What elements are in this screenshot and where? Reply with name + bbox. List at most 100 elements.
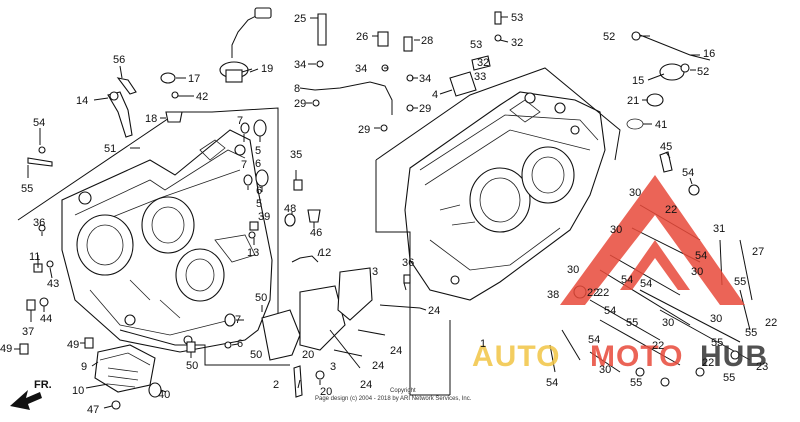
bolt-26 — [377, 31, 389, 47]
front-label: FR. — [34, 379, 52, 391]
mount-33 — [471, 55, 491, 71]
left-block-half — [61, 129, 273, 353]
part-callout: 7 — [235, 314, 241, 326]
part-callout: 2 — [273, 379, 279, 391]
part-callout: 6 — [256, 185, 262, 197]
grommet-17 — [160, 72, 176, 84]
part-callout: 6 — [237, 338, 243, 350]
part-callout: 20 — [320, 386, 332, 398]
part-callout: 29 — [419, 103, 431, 115]
bolt-36a — [38, 224, 46, 232]
sensor-19 — [219, 7, 272, 83]
part-callout: 46 — [310, 227, 322, 239]
part-callout: 35 — [290, 149, 302, 161]
part-callout: 52 — [603, 31, 615, 43]
part-callout: 24 — [372, 360, 384, 372]
part-callout: 53 — [470, 39, 482, 51]
part-callout: 33 — [474, 71, 486, 83]
bolt-24b — [357, 329, 386, 336]
bearing-cap-50 — [261, 309, 301, 361]
part-callout: 54 — [546, 377, 558, 389]
plug-50a — [186, 341, 196, 353]
part-callout: 22 — [702, 357, 714, 369]
part-callout: 3 — [372, 266, 378, 278]
part-callout: 54 — [33, 117, 45, 129]
washer-34a — [316, 60, 324, 68]
part-callout: 50 — [250, 349, 262, 361]
part-callout: 5 — [256, 198, 262, 210]
part-callout: 47 — [87, 404, 99, 416]
part-callout: 49 — [67, 339, 79, 351]
part-callout: 43 — [47, 278, 59, 290]
part-callout: 24 — [360, 379, 372, 391]
part-callout: 55 — [630, 377, 642, 389]
part-callout: 7 — [237, 115, 243, 127]
plug-37 — [26, 299, 36, 311]
part-callout: 55 — [734, 276, 746, 288]
control-unit-9 — [94, 344, 156, 393]
front-arrow — [10, 390, 42, 410]
part-callout: 31 — [713, 223, 725, 235]
bracket-4 — [449, 71, 477, 97]
part-callout: 9 — [81, 361, 87, 373]
washer-29c — [380, 124, 388, 132]
part-callout: 28 — [421, 35, 433, 47]
washer-43 — [46, 260, 54, 268]
ring-5b — [255, 169, 269, 187]
part-callout: 39 — [258, 211, 270, 223]
washer-32a — [494, 34, 502, 42]
part-callout: 6 — [255, 158, 261, 170]
right-block-half — [404, 91, 606, 301]
union-46 — [307, 209, 321, 223]
part-callout: 19 — [261, 63, 273, 75]
part-callout: 17 — [188, 73, 200, 85]
stud-25 — [317, 13, 327, 46]
clamp-52a — [631, 31, 641, 41]
clamp-52b — [680, 63, 690, 73]
copyright-line-1: Copyright — [390, 388, 416, 394]
part-callout: 29 — [294, 98, 306, 110]
fitting-15 — [659, 63, 685, 81]
washer-29a — [312, 99, 320, 107]
washer-42 — [171, 91, 179, 99]
cap-18 — [165, 111, 183, 123]
watermark-part1: AUTO — [472, 340, 560, 373]
bearing-cap-3 — [337, 267, 373, 321]
part-callout: 30 — [567, 264, 579, 276]
part-callout: 36 — [402, 257, 414, 269]
part-callout: 55 — [711, 337, 723, 349]
part-callout: 24 — [428, 305, 440, 317]
copyright-line-2: Page design (c) 2004 - 2018 by ARI Netwo… — [315, 396, 472, 402]
washer-54b — [688, 184, 700, 196]
bolt-55a — [27, 157, 53, 167]
part-callout: 30 — [662, 317, 674, 329]
pin-2 — [293, 365, 303, 398]
part-callout: 48 — [284, 203, 296, 215]
part-callout: 8 — [294, 83, 300, 95]
part-callout: 11 — [29, 251, 40, 263]
pipe-12 — [291, 255, 319, 263]
ring-7c — [224, 313, 236, 327]
part-callout: 30 — [691, 266, 703, 278]
part-callout: 30 — [610, 224, 622, 236]
part-callout: 49 — [0, 343, 12, 355]
watermark-part2: MOTO — [590, 340, 683, 373]
part-callout: 22 — [587, 287, 599, 299]
part-callout: 44 — [40, 313, 52, 325]
sleeve-35 — [293, 179, 303, 191]
part-callout: 13 — [247, 247, 259, 259]
part-callout: 22 — [652, 340, 664, 352]
part-callout: 14 — [76, 95, 88, 107]
plug-49a — [19, 343, 29, 355]
bolt-24a — [379, 304, 421, 309]
part-callout: 54 — [588, 334, 600, 346]
part-callout: 22 — [597, 287, 609, 299]
plug-39 — [249, 221, 259, 231]
part-callout: 34 — [294, 59, 306, 71]
washer-6 — [224, 341, 232, 349]
part-callout: 1 — [480, 338, 486, 350]
part-callout: 42 — [196, 91, 208, 103]
part-callout: 27 — [752, 246, 764, 258]
part-callout: 54 — [621, 274, 633, 286]
